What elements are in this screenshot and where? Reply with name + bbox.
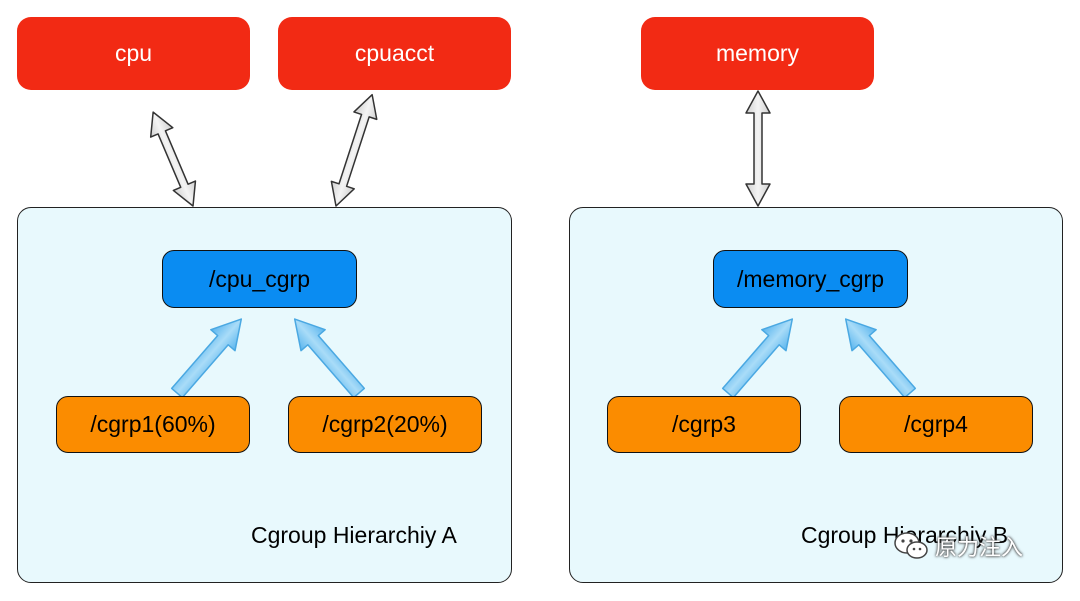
child-cgroup-cgrp4: /cgrp4 (839, 396, 1033, 453)
arrow-cgrp4-to-root (844, 318, 917, 399)
wechat-icon (894, 532, 928, 559)
watermark: 原力注入 (893, 530, 1023, 562)
double-arrow-cpu (149, 111, 197, 207)
root-cgroup-cpu: /cpu_cgrp (162, 250, 357, 308)
watermark-text: 原力注入 (935, 536, 1024, 561)
arrow-cgrp2-to-root (293, 318, 366, 399)
root-cgroup-memory: /memory_cgrp (713, 250, 908, 308)
arrow-cgrp1-to-root (170, 318, 243, 399)
subsystem-cpuacct: cpuacct (278, 17, 511, 90)
child-cgroup-cgrp3: /cgrp3 (607, 396, 801, 453)
hierarchy-a-label: Cgroup Hierarchiy A (251, 522, 457, 548)
subsystem-cpu: cpu (17, 17, 250, 90)
double-arrow-memory (745, 90, 771, 207)
child-cgroup-cgrp2: /cgrp2(20%) (288, 396, 482, 453)
arrow-cgrp3-to-root (721, 318, 794, 399)
double-arrow-cpuacct (330, 93, 378, 207)
child-cgroup-cgrp1: /cgrp1(60%) (56, 396, 250, 453)
subsystem-memory: memory (641, 17, 874, 90)
